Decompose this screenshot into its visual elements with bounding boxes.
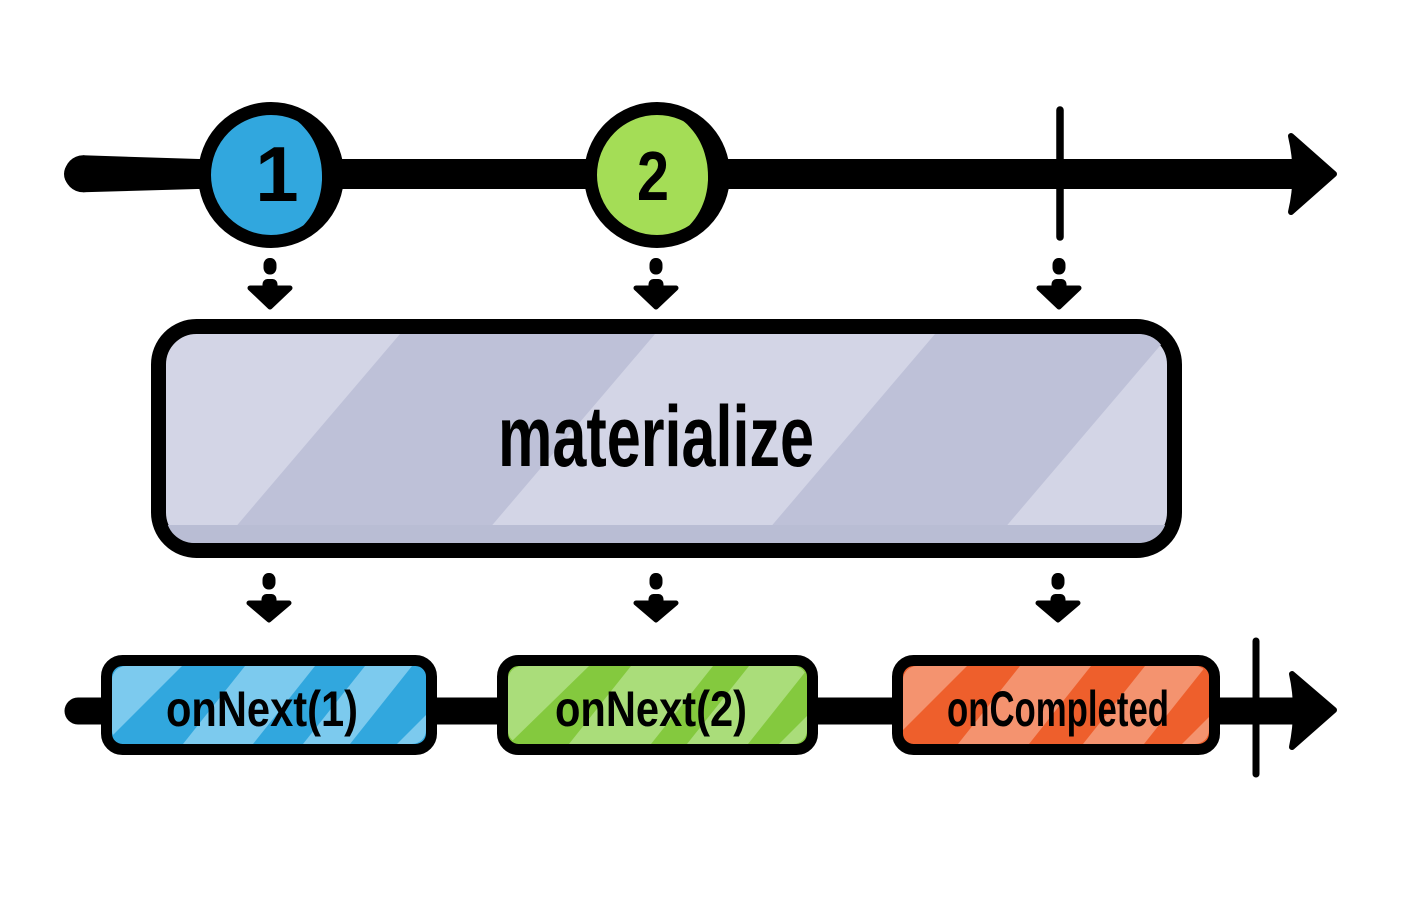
svg-text:materialize: materialize (498, 389, 814, 485)
svg-text:2: 2 (637, 137, 669, 215)
svg-text:1: 1 (255, 130, 298, 218)
svg-text:onNext(1): onNext(1) (166, 681, 358, 737)
svg-text:onNext(2): onNext(2) (555, 681, 747, 737)
svg-text:onCompleted: onCompleted (947, 681, 1169, 737)
